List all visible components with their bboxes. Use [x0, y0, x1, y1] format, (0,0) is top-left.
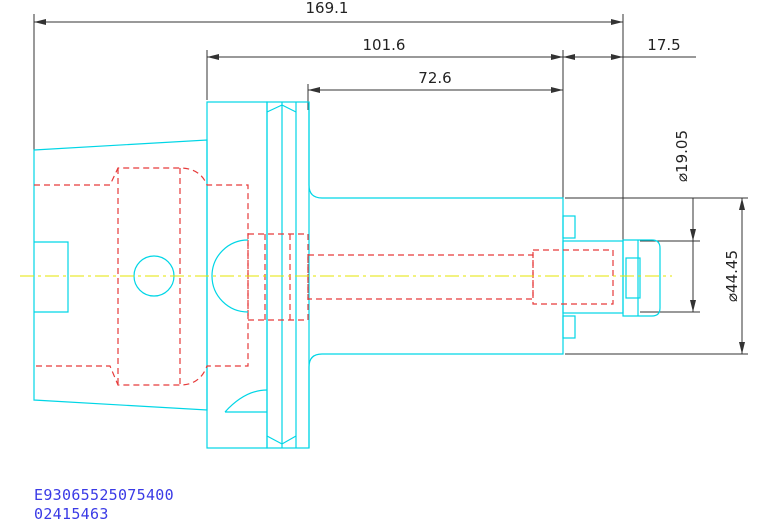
dimension-lines [33, 14, 748, 355]
part-number: E93065525075400 [34, 486, 174, 504]
dim-bore-diameter: ⌀19.05 [673, 130, 691, 182]
dim-flange-to-tip: 101.6 [363, 36, 406, 54]
part-outline [33, 101, 661, 449]
serial-number: 02415463 [34, 505, 109, 523]
dim-tip-length: 17.5 [647, 36, 680, 54]
dim-body-length: 72.6 [418, 69, 451, 87]
dim-body-diameter: ⌀44.45 [723, 250, 741, 302]
dim-overall-length: 169.1 [306, 0, 349, 17]
